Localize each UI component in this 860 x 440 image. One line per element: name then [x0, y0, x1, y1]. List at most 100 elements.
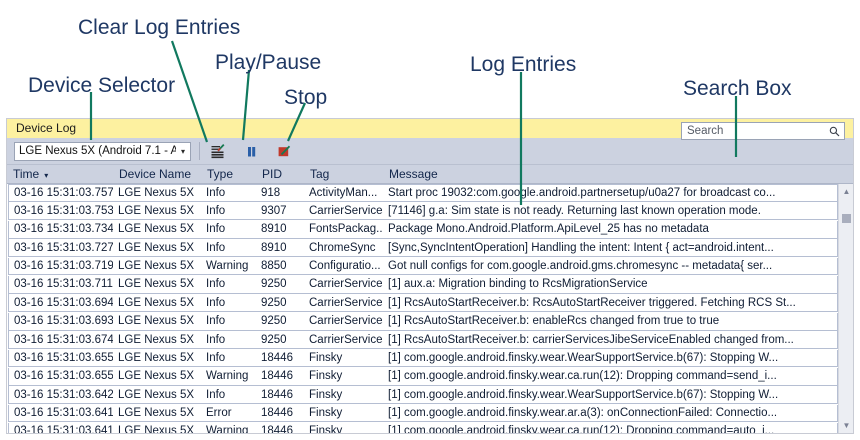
cell-message: [71146] g.a: Sim state is not ready. Ret… — [388, 204, 761, 217]
search-icon[interactable] — [828, 126, 841, 137]
cell-tag: CarrierServices — [309, 296, 383, 309]
cell-device: LGE Nexus 5X — [118, 370, 195, 383]
cell-pid: 8850 — [261, 259, 287, 272]
column-header-pid[interactable]: PID — [262, 167, 283, 181]
stop-button[interactable] — [272, 140, 294, 162]
cell-type: Info — [206, 315, 226, 328]
cell-type: Info — [206, 333, 226, 346]
column-header-tag[interactable]: Tag — [310, 167, 330, 181]
cell-type: Info — [206, 278, 226, 291]
cell-message: Start proc 19032:com.google.android.part… — [388, 186, 776, 199]
cell-pid: 18446 — [261, 388, 293, 401]
cell-tag: Finsky — [309, 425, 343, 433]
cell-type: Warning — [206, 259, 249, 272]
cell-device: LGE Nexus 5X — [118, 278, 195, 291]
cell-device: LGE Nexus 5X — [118, 223, 195, 236]
cell-device: LGE Nexus 5X — [118, 315, 195, 328]
cell-message: [1] com.google.android.finsky.wear.ca.ru… — [388, 370, 777, 383]
cell-pid: 9307 — [261, 204, 287, 217]
play-pause-button[interactable] — [240, 140, 262, 162]
cell-time: 03-16 15:31:03.694 — [14, 296, 113, 309]
toolbar: LGE Nexus 5X (Android 7.1 - API 25) ▾ — [7, 122, 853, 165]
cell-device: LGE Nexus 5X — [118, 388, 195, 401]
pause-icon — [247, 146, 255, 156]
cell-pid: 9250 — [261, 333, 287, 346]
device-selector[interactable]: LGE Nexus 5X (Android 7.1 - API 25) ▾ — [14, 141, 191, 161]
cell-type: Info — [206, 223, 226, 236]
toolbar-divider — [199, 142, 200, 160]
cell-pid: 918 — [261, 186, 281, 199]
search-box[interactable]: Search — [681, 122, 845, 140]
clear-log-entries-button[interactable] — [206, 140, 228, 162]
cell-type: Info — [206, 388, 226, 401]
table-row[interactable]: 03-16 15:31:03.719 LGE Nexus 5X Warning 885… — [8, 257, 838, 276]
cell-time: 03-16 15:31:03.753 — [14, 204, 113, 217]
cell-time: 03-16 15:31:03.641 — [14, 407, 113, 420]
device-selector-value: LGE Nexus 5X (Android 7.1 - API 25) — [19, 145, 176, 157]
cell-tag: Finsky — [309, 351, 343, 364]
vertical-scrollbar[interactable]: ▲ ▼ — [838, 184, 853, 433]
cell-time: 03-16 15:31:03.757 — [14, 186, 113, 199]
grid-column-headers: Time ▾ Device Name Type PID Tag Message — [7, 165, 853, 184]
cell-device: LGE Nexus 5X — [118, 259, 195, 272]
search-input[interactable]: Search — [687, 125, 724, 137]
scrollbar-thumb[interactable] — [842, 214, 851, 223]
cell-device: LGE Nexus 5X — [118, 351, 195, 364]
cell-device: LGE Nexus 5X — [118, 333, 195, 346]
column-header-type[interactable]: Type — [207, 167, 234, 181]
annotation-stop: Stop — [284, 86, 328, 109]
cell-time: 03-16 15:31:03.642 — [14, 388, 113, 401]
device-log-tool-window: Device Log LGE Nexus 5X (Android 7.1 - A… — [6, 118, 854, 434]
cell-type: Info — [206, 204, 226, 217]
column-header-time[interactable]: Time ▾ — [7, 167, 113, 181]
cell-message: [1] com.google.android.finsky.wear.WearS… — [388, 388, 779, 401]
cell-device: LGE Nexus 5X — [118, 425, 195, 433]
cell-device: LGE Nexus 5X — [118, 241, 195, 254]
annotation-search-box: Search Box — [683, 77, 792, 100]
cell-type: Info — [206, 296, 226, 309]
cell-tag: FontsPackag... — [309, 223, 383, 236]
cell-message: [1] com.google.android.finsky.wear.ar.a(… — [388, 407, 778, 420]
cell-time: 03-16 15:31:03.719 — [14, 259, 113, 272]
annotation-play-pause: Play/Pause — [215, 51, 322, 74]
cell-message: Package Mono.Android.Platform.ApiLevel_2… — [388, 223, 709, 236]
cell-message: [1] RcsAutoStartReceiver.b: carrierServi… — [388, 333, 794, 346]
cell-time: 03-16 15:31:03.693 — [14, 315, 113, 328]
scroll-up-arrow-icon[interactable]: ▲ — [842, 187, 851, 196]
cell-time: 03-16 15:31:03.711 — [14, 278, 113, 291]
stop-icon — [278, 145, 290, 156]
cell-type: Info — [206, 351, 226, 364]
cell-time: 03-16 15:31:03.655 — [14, 370, 113, 383]
cell-message: [Sync,SyncIntentOperation] Handling the … — [388, 241, 774, 254]
cell-type: Warning — [206, 370, 249, 383]
cell-device: LGE Nexus 5X — [118, 296, 195, 309]
cell-pid: 18446 — [261, 425, 293, 433]
annotation-log-entries: Log Entries — [470, 53, 577, 76]
column-header-device-name[interactable]: Device Name — [119, 167, 192, 181]
page-title: Device Log — [16, 121, 77, 135]
cell-time: 03-16 15:31:03.641 — [14, 425, 113, 433]
cell-tag: Configuratio... — [309, 259, 381, 272]
cell-pid: 8910 — [261, 241, 287, 254]
scroll-down-arrow-icon[interactable]: ▼ — [842, 421, 851, 430]
cell-type: Info — [206, 241, 226, 254]
cell-time: 03-16 15:31:03.734 — [14, 223, 113, 236]
annotation-device-selector: Device Selector — [28, 74, 176, 97]
cell-message: [1] com.google.android.finsky.wear.WearS… — [388, 351, 779, 364]
column-header-message[interactable]: Message — [389, 167, 438, 181]
